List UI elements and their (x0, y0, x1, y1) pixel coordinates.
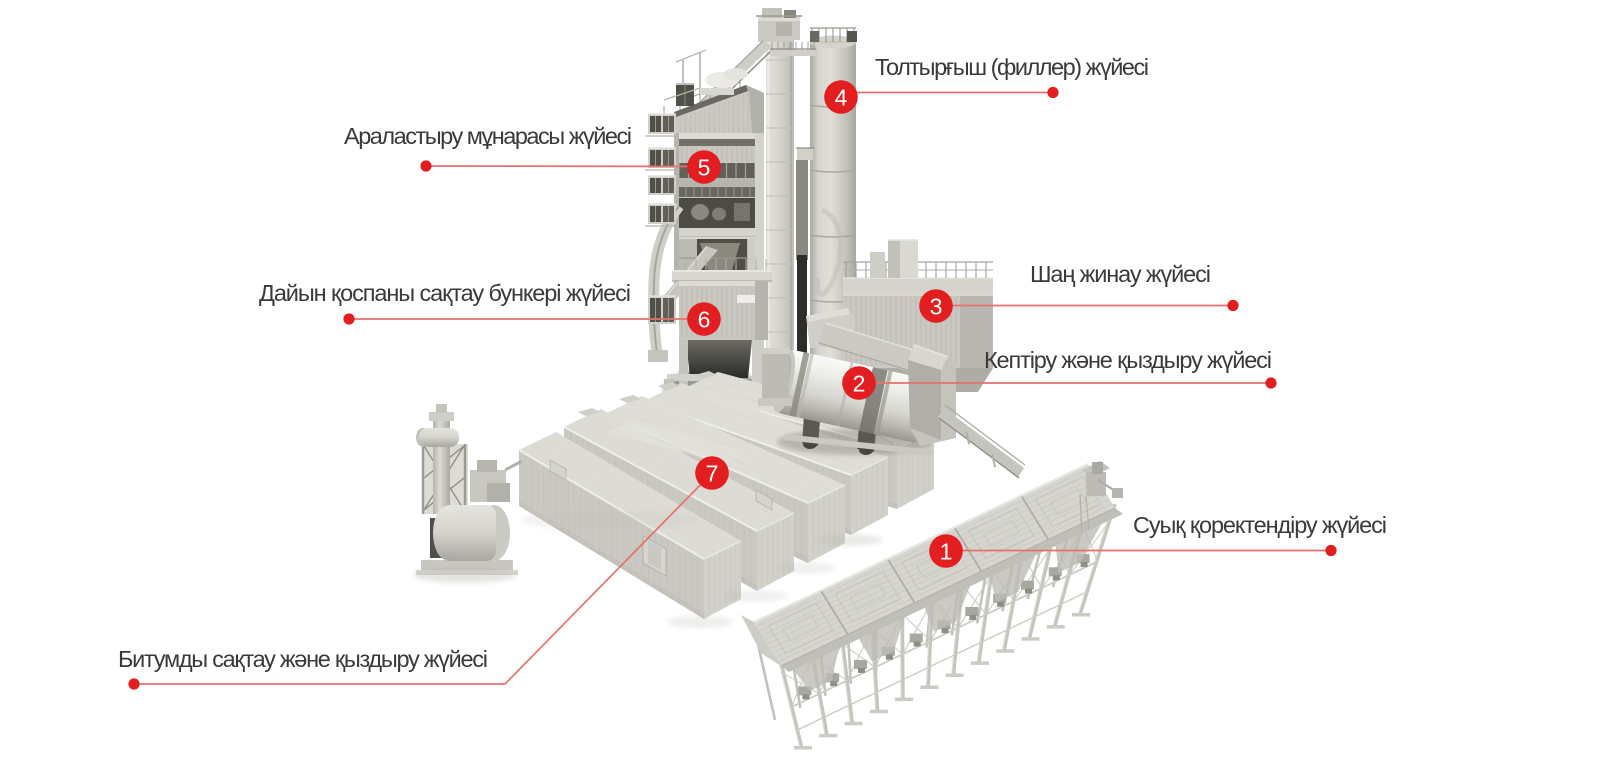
svg-text:Битумды сақтау және қыздыру жү: Битумды сақтау және қыздыру жүйесі (118, 646, 488, 672)
svg-text:5: 5 (698, 155, 711, 181)
svg-text:Толтырғыш (филлер) жүйесі: Толтырғыш (филлер) жүйесі (875, 54, 1149, 80)
svg-text:Кептіру және қыздыру жүйесі: Кептіру және қыздыру жүйесі (984, 347, 1272, 373)
svg-text:4: 4 (835, 85, 848, 111)
svg-text:1: 1 (940, 539, 953, 565)
svg-text:Дайын қоспаны сақтау бункері ж: Дайын қоспаны сақтау бункері жүйесі (259, 280, 631, 306)
svg-text:Араластыру мұнарасы жүйесі: Араластыру мұнарасы жүйесі (344, 123, 632, 149)
svg-text:6: 6 (698, 307, 711, 333)
svg-text:Суық қоректендіру жүйесі: Суық қоректендіру жүйесі (1133, 512, 1387, 538)
svg-text:3: 3 (930, 294, 943, 320)
svg-text:2: 2 (853, 371, 866, 397)
svg-text:Шаң жинау жүйесі: Шаң жинау жүйесі (1030, 261, 1211, 287)
svg-text:7: 7 (706, 461, 719, 487)
